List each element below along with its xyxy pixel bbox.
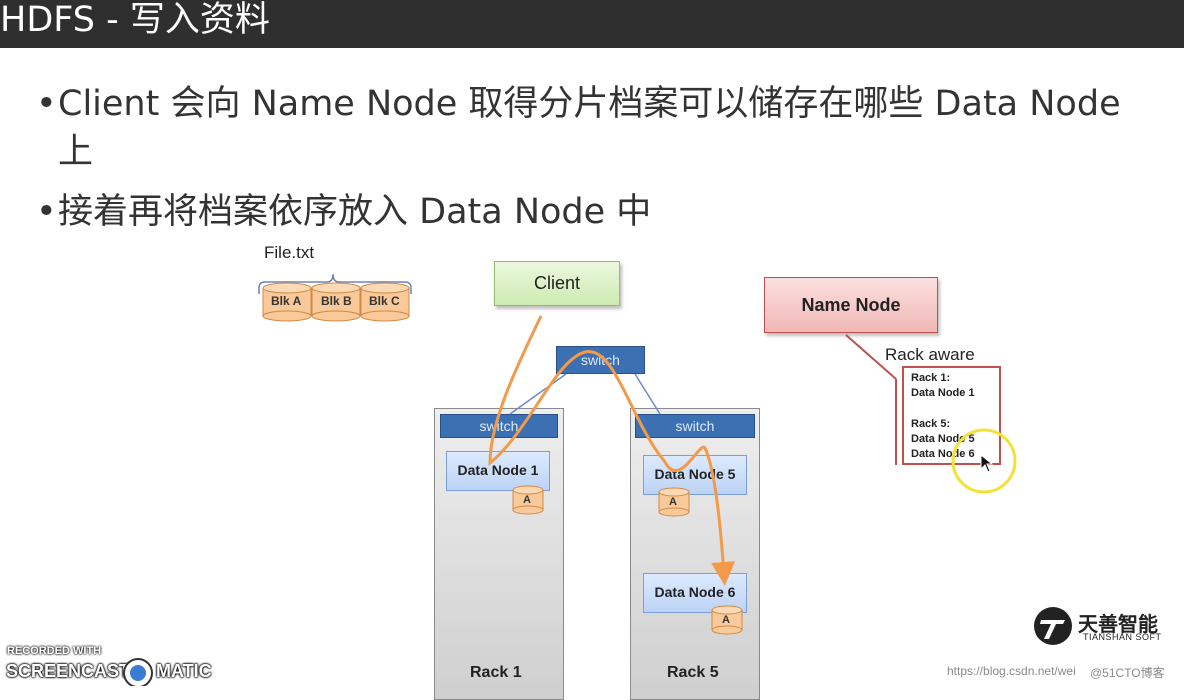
mouse-pointer-icon (980, 454, 994, 473)
screencast-matic: MATIC (156, 661, 212, 681)
tianshan-logo-en: TIANSHAN SOFT (1083, 632, 1162, 642)
file-blocks-graphic (258, 273, 412, 322)
slide-title: HDFS - 写入资料 (0, 0, 270, 40)
block-c-cylinder (360, 282, 410, 322)
block-b-cylinder (311, 282, 361, 322)
name-node-label: Name Node (801, 295, 901, 315)
block-b-label: Blk B (321, 294, 352, 308)
screencast-brand: SCREENCAST (6, 661, 131, 681)
rack-aware-line-4: Rack 5: (911, 418, 951, 430)
blog-watermark-right: @51CTO博客 (1090, 666, 1165, 680)
replica-a-node1 (512, 485, 544, 515)
bullet-2-text: 接着再将档案依序放入 Data Node 中 (58, 192, 652, 232)
replica-a-node5-label: A (669, 496, 677, 508)
core-switch: switch (556, 346, 645, 374)
block-a-label: Blk A (271, 294, 302, 308)
screencast-logo-icon (123, 658, 153, 686)
tianshan-logo-icon (1034, 607, 1072, 645)
name-node-box: Name Node (764, 277, 938, 333)
tianshan-logo-cn: 天善智能 (1078, 612, 1158, 636)
bullet-dot: • (36, 84, 57, 124)
bullet-1-text-cont: 上 (58, 132, 94, 172)
rack-aware-box (902, 366, 1001, 465)
connection-lines (488, 315, 736, 586)
name-node-link (845, 334, 897, 465)
rack-aware-line-1: Rack 1: (911, 372, 951, 384)
replica-a-node1-label: A (523, 494, 531, 506)
block-a-cylinder (262, 282, 312, 322)
bullet-dot: • (36, 192, 57, 232)
rack-aware-title: Rack aware (885, 345, 975, 364)
cursor-highlight-ring (951, 428, 1017, 494)
client-label: Client (533, 273, 581, 293)
recorded-with-label: RECORDED WITH (7, 645, 102, 657)
rack-5-label: Rack 5 (667, 664, 719, 681)
rack-5-switch: switch (635, 414, 755, 438)
rack-aware-line-2: Data Node 1 (911, 387, 975, 399)
write-path-arrow (488, 315, 736, 586)
slide-title-bar: HDFS - 写入资料 (0, 0, 1184, 48)
blog-watermark: https://blog.csdn.net/wei (947, 664, 1076, 678)
block-c-label: Blk C (369, 294, 400, 308)
replica-a-node6-label: A (722, 614, 730, 626)
core-switch-label: switch (581, 352, 620, 368)
bullet-1-text: Client 会向 Name Node 取得分片档案可以储存在哪些 Data N… (58, 84, 1121, 124)
rack-aware-line-6: Data Node 6 (911, 448, 975, 460)
replica-a-node5 (658, 487, 690, 517)
rack-1-label: Rack 1 (470, 664, 522, 681)
client-box: Client (494, 261, 620, 306)
replica-a-node6 (711, 605, 743, 635)
file-name-label: File.txt (264, 243, 315, 262)
data-node-1: Data Node 1 (446, 451, 550, 491)
